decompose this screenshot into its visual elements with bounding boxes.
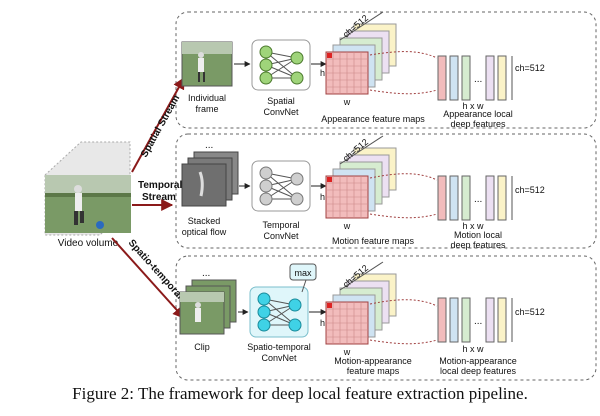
row3-h: h — [320, 318, 325, 328]
appearance-feature-maps — [325, 11, 397, 95]
row3-net-label-2: ConvNet — [261, 353, 297, 363]
video-volume — [44, 141, 131, 236]
row3-local-label-2: local deep features — [440, 366, 517, 376]
temporal-stream-label-line2: Stream — [142, 192, 176, 203]
row3-hxw: h x w — [462, 344, 484, 354]
row2-net-label-2: ConvNet — [263, 231, 299, 241]
motion-appearance-feature-maps — [325, 261, 397, 345]
motion-feature-maps — [325, 135, 397, 219]
row3-local-label-1: Motion-appearance — [439, 356, 517, 366]
spatiotemporal-stream-arrow — [111, 237, 185, 319]
motion-appearance-local-features — [437, 297, 513, 343]
row3-ellipsis: ... — [474, 316, 482, 327]
row3-w: w — [343, 347, 351, 357]
figure-caption: Figure 2: The framework for deep local f… — [72, 384, 528, 403]
stacked-optical-flow — [181, 151, 239, 207]
video-volume-label: Video volume — [58, 238, 119, 249]
temporal-stream-frame — [175, 133, 597, 249]
row3-ch: ch=512 — [515, 307, 545, 317]
row2-dashed-flow — [369, 173, 438, 219]
row1-hxw: h x w — [462, 101, 484, 111]
row2-h: h — [320, 192, 325, 202]
row2-w: w — [343, 221, 351, 231]
clip-frames — [179, 279, 237, 335]
row3-input-label-1: Clip — [194, 342, 210, 352]
max-pool-label: max — [294, 268, 312, 278]
row2-local-label-1: Motion local — [454, 230, 502, 240]
row2-net-label-1: Temporal — [262, 220, 299, 230]
row1-h: h — [320, 68, 325, 78]
row2-ellipsis: ... — [474, 194, 482, 205]
spatial-convnet — [251, 39, 311, 91]
pipeline-diagram: Video volume Spatial Stream Temporal Str… — [44, 11, 597, 381]
row1-net-label-2: ConvNet — [263, 107, 299, 117]
row1-local-label-1: Appearance local — [443, 109, 513, 119]
row3-maps-label-1: Motion-appearance — [334, 356, 412, 366]
row2-hxw: h x w — [462, 221, 484, 231]
spatial-stream-frame — [175, 11, 597, 129]
row2-input-label-2: optical flow — [182, 227, 227, 237]
row1-dashed-flow — [369, 51, 438, 95]
row1-local-label-2: deep features — [450, 119, 506, 129]
row1-ch: ch=512 — [515, 63, 545, 73]
row1-input-label-1: Individual — [188, 93, 226, 103]
row2-input-label-1: Stacked — [188, 216, 221, 226]
max-pool-link — [301, 279, 307, 293]
spatial-stream-arrow — [131, 76, 185, 173]
row2-dots: ... — [205, 140, 213, 151]
row3-net-label-1: Spatio-temporal — [247, 342, 311, 352]
temporal-convnet — [251, 160, 311, 212]
row3-dots: ... — [202, 268, 210, 279]
appearance-local-features — [437, 55, 513, 101]
row3-dashed-flow — [369, 299, 438, 345]
temporal-stream-label-line1: Temporal — [138, 180, 182, 191]
row2-local-label-2: deep features — [450, 240, 506, 250]
individual-frame-image — [181, 41, 233, 87]
row1-w: w — [343, 97, 351, 107]
row2-ch: ch=512 — [515, 185, 545, 195]
row2-maps-label: Motion feature maps — [332, 236, 415, 246]
row1-net-label-1: Spatial — [267, 96, 295, 106]
spatial-stream-label: Spatial Stream — [139, 93, 182, 159]
motion-local-features — [437, 175, 513, 221]
row1-input-label-2: frame — [195, 104, 218, 114]
max-pool-box — [289, 263, 317, 281]
row1-maps-label: Appearance feature maps — [321, 114, 425, 124]
spatiotemporal-convnet — [249, 286, 309, 338]
row1-ellipsis: ... — [474, 74, 482, 85]
row3-maps-label-2: feature maps — [347, 366, 400, 376]
